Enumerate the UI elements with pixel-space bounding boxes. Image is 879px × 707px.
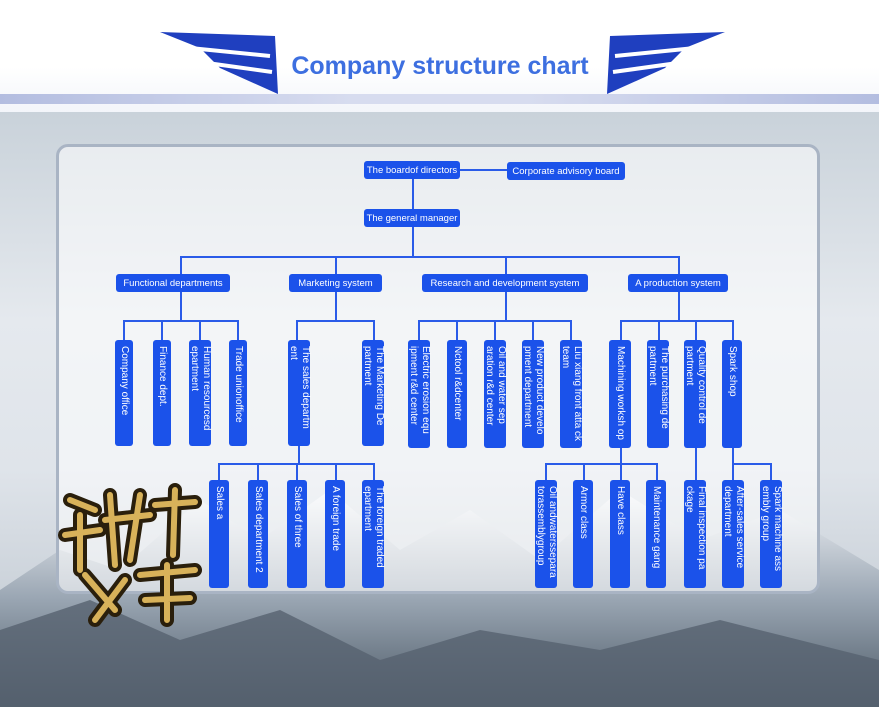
connector	[732, 463, 734, 480]
connector	[456, 320, 458, 340]
connector	[732, 463, 772, 465]
node-maintenance: Maintenance gang	[646, 480, 666, 588]
connector	[199, 320, 201, 340]
node-functional: Functional departments	[116, 274, 230, 292]
connector	[412, 227, 414, 257]
connector	[505, 256, 507, 274]
node-final-inspection: Final inspection pa ckage	[684, 480, 707, 588]
node-sales-three: Sales of three	[287, 480, 307, 588]
calligraphy-seal-icon	[58, 483, 202, 627]
connector	[620, 320, 622, 340]
connector	[656, 463, 658, 480]
node-foreign-trade-dept: The foreign traded epartment	[362, 480, 385, 588]
connector	[532, 320, 534, 340]
node-purchasing: The purchasing de partment	[647, 340, 670, 448]
connector	[695, 320, 697, 340]
connector	[658, 320, 660, 340]
connector	[418, 320, 420, 340]
connector	[620, 446, 622, 463]
right-wing-icon	[607, 32, 725, 94]
connector	[180, 256, 680, 258]
node-new-product: New product develo pment department	[522, 340, 545, 448]
connector	[257, 463, 259, 480]
node-marketing: Marketing system	[289, 274, 382, 292]
header-stripe	[0, 94, 879, 104]
node-armor-class: Armor class	[573, 480, 593, 588]
node-machining: Machining worksh op	[609, 340, 631, 448]
connector	[218, 463, 220, 480]
connector	[296, 463, 298, 480]
node-oil-water: Oil and water sep aration r&d center	[484, 340, 507, 448]
connector	[296, 320, 375, 322]
connector	[335, 292, 337, 320]
node-quality-control: Quality control de partment	[684, 340, 707, 448]
connector	[695, 446, 697, 480]
node-general-manager: The general manager	[364, 209, 460, 227]
connector	[620, 320, 733, 322]
connector	[298, 446, 300, 463]
node-hr: Human resourcesd epartment	[189, 340, 212, 446]
left-wing-icon	[160, 32, 278, 94]
connector	[459, 169, 508, 171]
connector	[732, 446, 734, 463]
node-sales-a: Sales a	[209, 480, 229, 588]
node-have-class: Have class	[610, 480, 630, 588]
connector	[678, 256, 680, 274]
connector	[583, 463, 585, 480]
connector	[335, 463, 337, 480]
connector	[237, 320, 239, 340]
connector	[545, 463, 658, 465]
connector	[123, 320, 125, 340]
connector	[545, 463, 547, 480]
node-after-sales: After-sales service department	[722, 480, 745, 588]
connector	[505, 292, 507, 320]
node-spark-shop: Spark shop	[722, 340, 742, 448]
connector	[373, 320, 375, 340]
node-advisory: Corporate advisory board	[507, 162, 625, 180]
connector	[770, 463, 772, 480]
node-finance: Finance dept.	[153, 340, 171, 446]
node-rnd: Research and development system	[422, 274, 588, 292]
header-band	[0, 0, 879, 112]
node-spark-assembly: Spark machine ass embly group	[760, 480, 783, 588]
node-production: A production system	[628, 274, 728, 292]
connector	[620, 463, 622, 480]
connector	[494, 320, 496, 340]
node-board: The boardof directors	[364, 161, 460, 179]
connector	[335, 256, 337, 274]
page-title: Company structure chart	[291, 52, 589, 80]
connector	[123, 320, 239, 322]
connector	[570, 320, 572, 340]
connector	[296, 320, 298, 340]
node-oil-assembly: Oil andwaterssepara torassemblygroup	[535, 480, 558, 588]
node-marketing-department: The Marketing De partment	[362, 340, 385, 446]
connector	[678, 292, 680, 320]
connector	[373, 463, 375, 480]
node-liu-xiang: Liu xiang front atta ck team	[560, 340, 583, 448]
connector	[180, 256, 182, 274]
node-sales-department: The sales departm ent	[288, 340, 311, 446]
node-nctool: Nctool r&dcenter	[447, 340, 467, 448]
node-electric-erosion: Electric erosion equ ipment r&d center	[408, 340, 431, 448]
node-trade-union: Trade unionoffice	[229, 340, 247, 446]
connector	[732, 320, 734, 340]
node-sales-2: Sales department 2	[248, 480, 268, 588]
connector	[412, 179, 414, 209]
connector	[180, 292, 182, 320]
connector	[161, 320, 163, 340]
node-foreign-trade: A foreign trade	[325, 480, 345, 588]
node-company-office: Company office	[115, 340, 133, 446]
